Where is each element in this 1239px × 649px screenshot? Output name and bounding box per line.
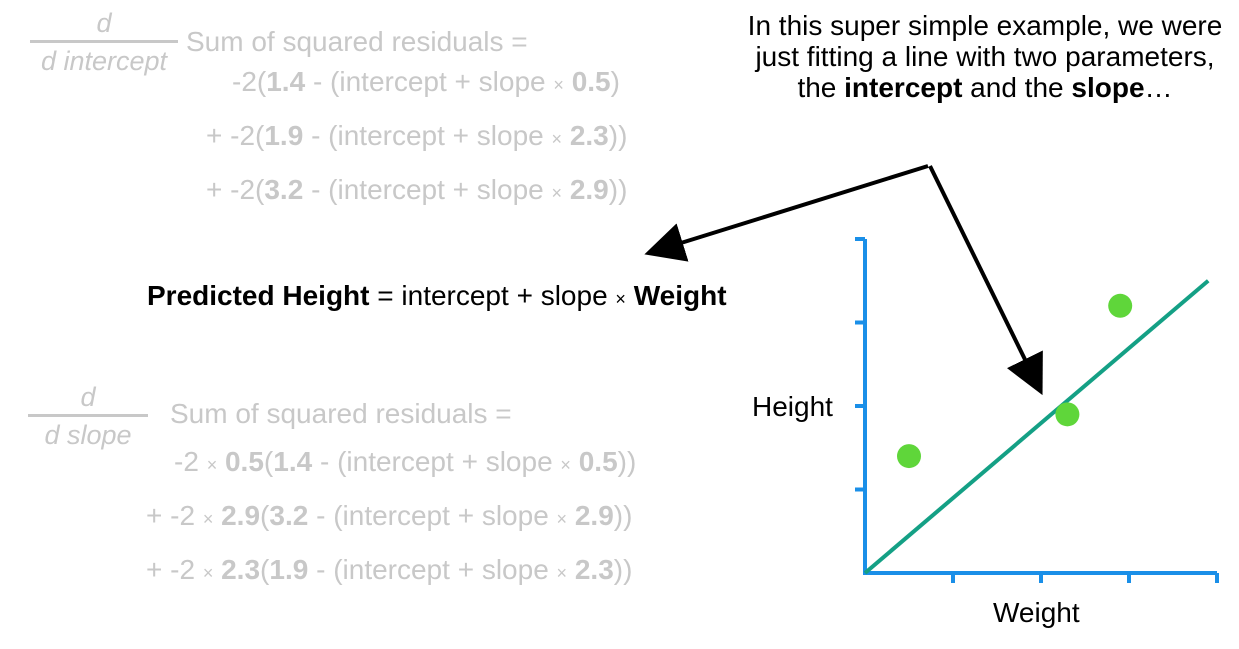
bottom-derivative-heading: Sum of squared residuals = — [170, 398, 512, 429]
equation-rhs: Weight — [625, 280, 727, 311]
arrow-to-plot-line — [928, 165, 1043, 396]
data-point — [1055, 402, 1080, 427]
equation-lhs: Predicted Height — [147, 280, 370, 311]
top-term-1: -2(1.4 - (intercept + slope × 0.5) — [232, 66, 620, 97]
data-point — [1108, 293, 1133, 318]
arrow-to-equation — [644, 164, 929, 262]
note-bold-intercept: intercept — [844, 72, 963, 103]
plot-xlabel: Weight — [993, 597, 1080, 628]
top-term-2: + -2(1.9 - (intercept + slope × 2.3)) — [206, 120, 628, 151]
weight-height-plot — [855, 237, 1219, 583]
bottom-term-3: + -2 × 2.3(1.9 - (intercept + slope × 2.… — [146, 554, 633, 585]
fraction-denominator: d slope — [44, 420, 132, 450]
top-derivative-fraction: d d intercept — [30, 8, 178, 76]
plot-ylabel: Height — [752, 391, 833, 422]
fraction-numerator: d — [96, 8, 112, 38]
top-derivative-heading: Sum of squared residuals = — [186, 26, 528, 57]
top-term-3: + -2(3.2 - (intercept + slope × 2.9)) — [206, 174, 628, 205]
fit-line — [863, 279, 1210, 575]
note-bold-slope: slope — [1071, 72, 1145, 103]
predicted-height-equation: Predicted Height = intercept + slope × W… — [147, 280, 727, 311]
bottom-term-1: -2 × 0.5(1.4 - (intercept + slope × 0.5)… — [174, 446, 637, 477]
data-point — [897, 444, 921, 469]
explanation-note: In this super simple example, we were ju… — [747, 10, 1223, 103]
fraction-bar — [28, 414, 148, 417]
fraction-numerator: d — [80, 382, 96, 412]
bottom-derivative-fraction: d d slope — [28, 382, 148, 450]
bottom-term-2: + -2 × 2.9(3.2 - (intercept + slope × 2.… — [146, 500, 633, 531]
fraction-denominator: d intercept — [40, 46, 168, 76]
fraction-bar — [30, 40, 178, 43]
